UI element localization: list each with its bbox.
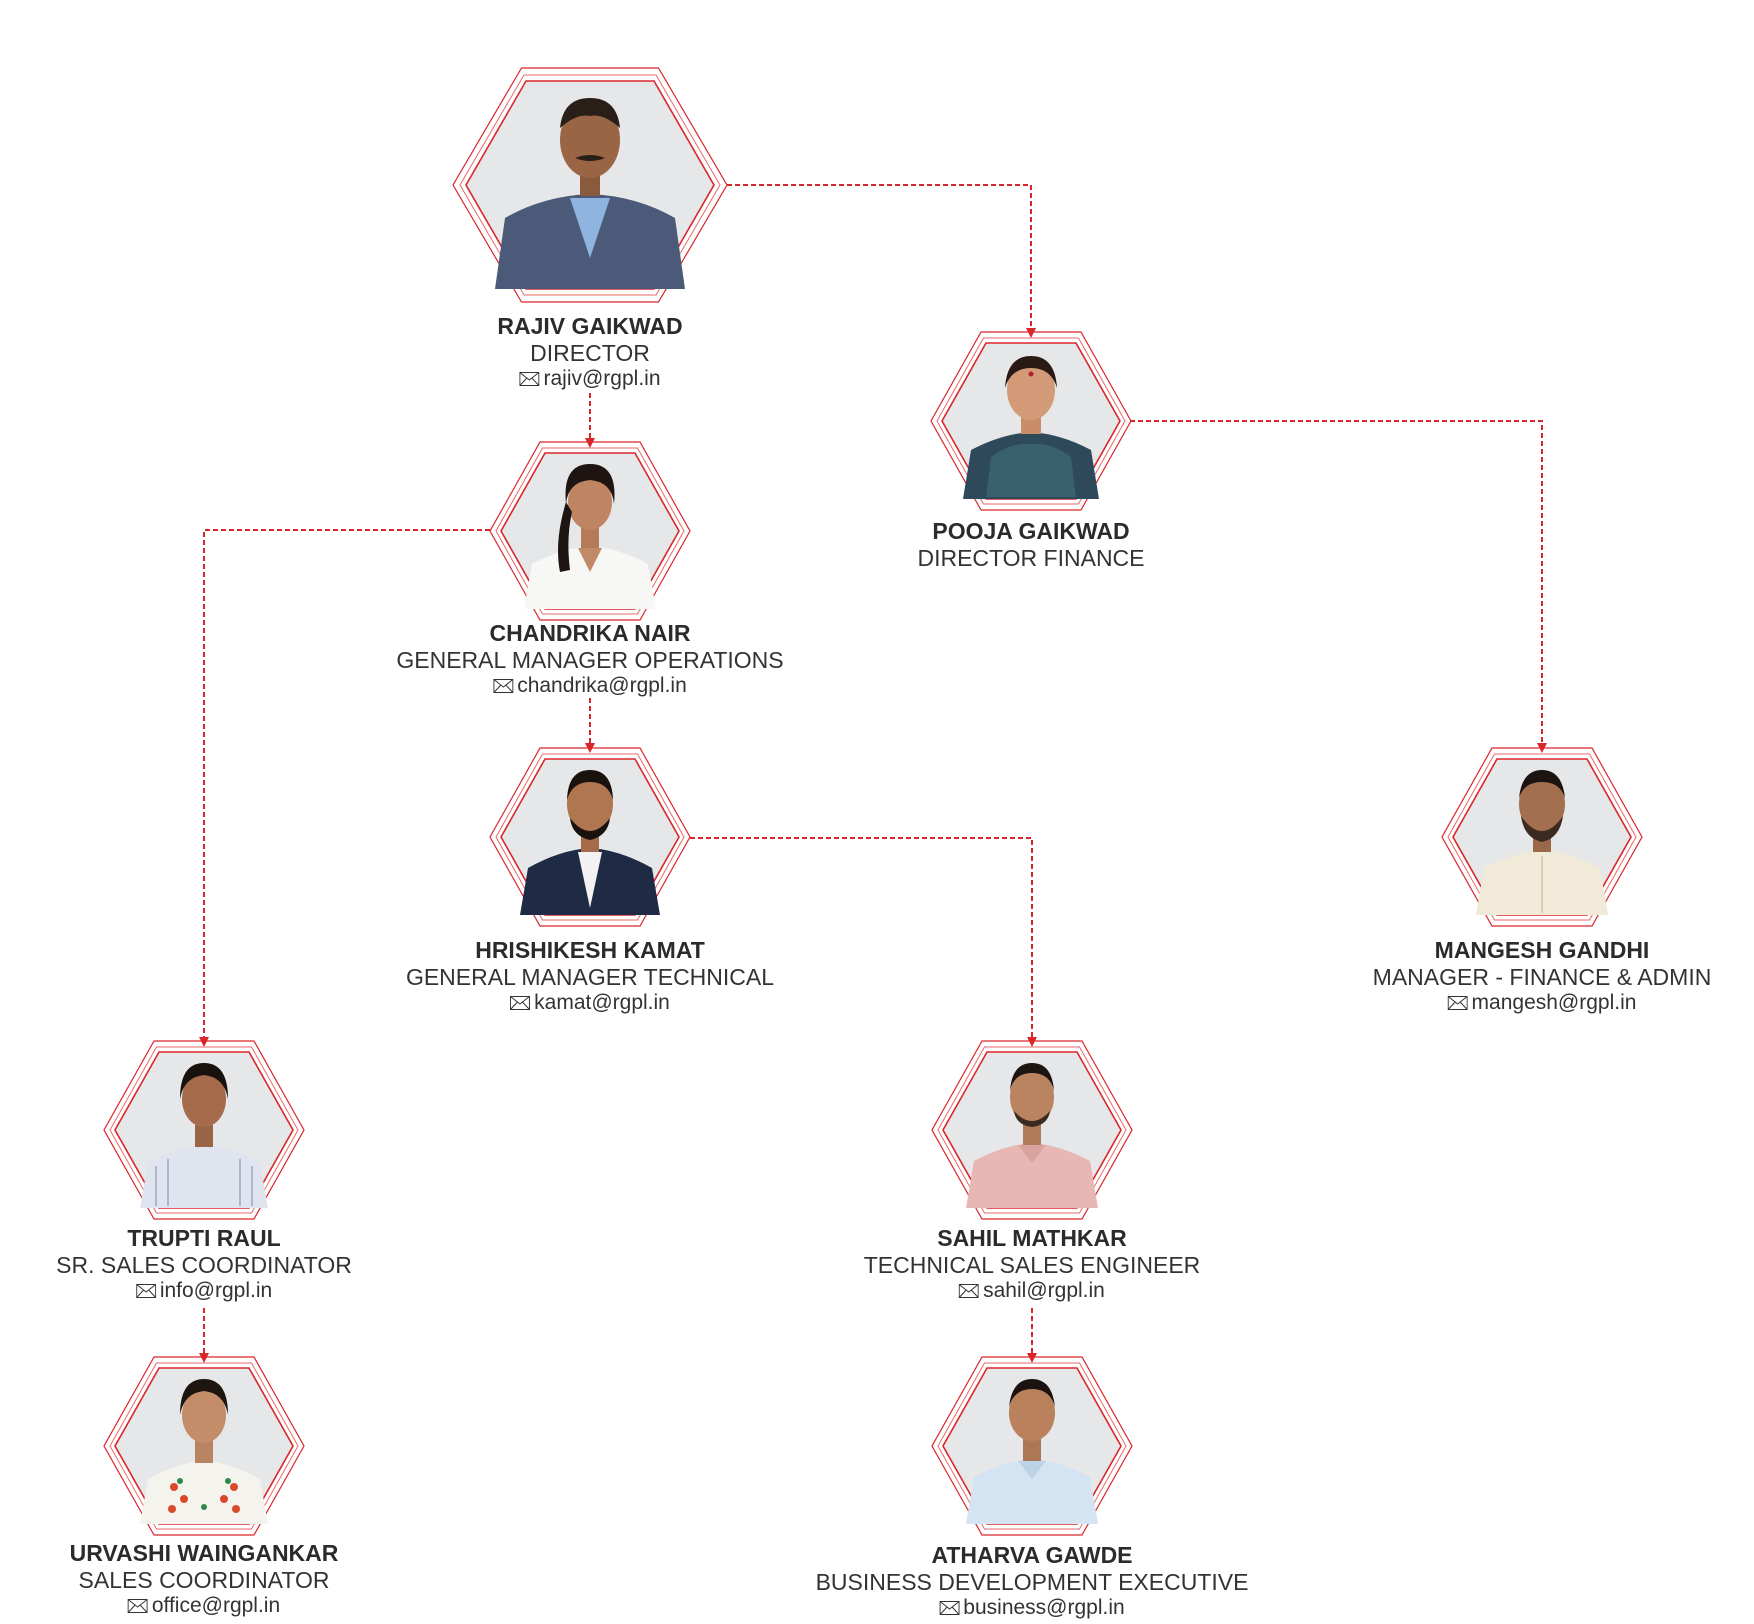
node-hrishikesh	[489, 747, 691, 927]
node-rajiv	[452, 67, 728, 303]
mail-icon	[1447, 996, 1468, 1010]
portrait-chandrika	[524, 464, 656, 609]
person-role: SR. SALES COORDINATOR	[56, 1252, 352, 1278]
mail-icon	[135, 1284, 156, 1298]
label-hrishikesh: HRISHIKESH KAMAT GENERAL MANAGER TECHNIC…	[406, 937, 774, 1015]
email-text: office@rgpl.in	[151, 1594, 281, 1617]
hexagon-frame	[489, 441, 691, 621]
email-link[interactable]: sahil@rgpl.in	[959, 1279, 1105, 1303]
connector-rajiv-to-pooja	[727, 184, 1036, 338]
person-name: MANGESH GANDHI	[1434, 937, 1650, 963]
person-name: HRISHIKESH KAMAT	[475, 937, 705, 963]
label-chandrika: CHANDRIKA NAIR GENERAL MANAGER OPERATION…	[396, 620, 783, 698]
label-mangesh: MANGESH GANDHI MANAGER - FINANCE & ADMIN…	[1373, 937, 1712, 1015]
connector-chandrika-to-trupti	[199, 529, 490, 1047]
portrait-rajiv	[495, 98, 685, 289]
portrait-pooja	[963, 356, 1099, 499]
email-link[interactable]: business@rgpl.in	[939, 1596, 1125, 1620]
person-role: SALES COORDINATOR	[78, 1567, 330, 1593]
node-chandrika	[489, 441, 691, 621]
hexagon-frame	[452, 67, 728, 303]
portrait-trupti	[140, 1063, 268, 1208]
label-trupti: TRUPTI RAUL SR. SALES COORDINATOR info@r…	[56, 1225, 352, 1303]
hexagon-frame	[103, 1040, 305, 1220]
portrait-hrishikesh	[520, 770, 660, 915]
person-role: DIRECTOR FINANCE	[917, 545, 1145, 571]
connector-pooja-to-mangesh	[1130, 420, 1547, 753]
node-trupti	[103, 1040, 305, 1220]
person-name: URVASHI WAINGANKAR	[69, 1540, 339, 1566]
mail-icon	[493, 679, 514, 693]
label-urvashi: URVASHI WAINGANKAR SALES COORDINATOR off…	[70, 1540, 339, 1618]
node-sahil	[931, 1040, 1133, 1220]
person-name: TRUPTI RAUL	[127, 1225, 281, 1251]
person-role: TECHNICAL SALES ENGINEER	[863, 1252, 1201, 1278]
mail-icon	[959, 1284, 980, 1298]
person-name: RAJIV GAIKWAD	[497, 313, 683, 339]
person-role: GENERAL MANAGER TECHNICAL	[405, 964, 775, 990]
hexagon-frame	[103, 1356, 305, 1536]
hexagon-frame	[931, 1040, 1133, 1220]
person-role: DIRECTOR	[530, 340, 650, 366]
mail-icon	[127, 1599, 148, 1613]
portrait-sahil	[966, 1063, 1098, 1208]
node-atharva	[931, 1356, 1133, 1536]
person-role: GENERAL MANAGER OPERATIONS	[396, 647, 784, 673]
person-name: POOJA GAIKWAD	[932, 518, 1130, 544]
person-role: BUSINESS DEVELOPMENT EXECUTIVE	[815, 1569, 1249, 1595]
label-rajiv: RAJIV GAIKWAD DIRECTOR rajiv@rgpl.in	[497, 313, 682, 391]
email-text: business@rgpl.in	[963, 1596, 1125, 1619]
email-text: chandrika@rgpl.in	[517, 674, 687, 697]
person-role: MANAGER - FINANCE & ADMIN	[1372, 964, 1712, 990]
email-text: mangesh@rgpl.in	[1471, 991, 1637, 1014]
hexagon-frame	[1441, 747, 1643, 927]
label-atharva: ATHARVA GAWDE BUSINESS DEVELOPMENT EXECU…	[816, 1542, 1249, 1620]
mail-icon	[510, 996, 531, 1010]
person-name: CHANDRIKA NAIR	[489, 620, 691, 646]
connector-hrishikesh-to-sahil	[690, 837, 1037, 1047]
node-urvashi	[103, 1356, 305, 1536]
person-name: ATHARVA GAWDE	[931, 1542, 1133, 1568]
email-link[interactable]: kamat@rgpl.in	[510, 991, 670, 1015]
portrait-mangesh	[1476, 770, 1608, 915]
email-link[interactable]: mangesh@rgpl.in	[1447, 991, 1637, 1015]
mail-icon	[939, 1601, 960, 1615]
email-text: sahil@rgpl.in	[983, 1279, 1105, 1302]
email-text: rajiv@rgpl.in	[543, 367, 661, 390]
email-link[interactable]: rajiv@rgpl.in	[519, 367, 661, 391]
email-link[interactable]: chandrika@rgpl.in	[493, 674, 687, 698]
label-sahil: SAHIL MATHKAR TECHNICAL SALES ENGINEER s…	[864, 1225, 1201, 1303]
email-text: kamat@rgpl.in	[534, 991, 670, 1014]
node-pooja	[930, 331, 1132, 511]
node-mangesh	[1441, 747, 1643, 927]
hexagon-frame	[931, 1356, 1133, 1536]
hexagon-frame	[489, 747, 691, 927]
portrait-urvashi	[140, 1379, 268, 1524]
email-text: info@rgpl.in	[159, 1279, 273, 1302]
email-link[interactable]: office@rgpl.in	[127, 1594, 281, 1618]
mail-icon	[519, 372, 540, 386]
person-name: SAHIL MATHKAR	[937, 1225, 1127, 1251]
email-link[interactable]: info@rgpl.in	[135, 1279, 273, 1303]
hexagon-frame	[930, 331, 1132, 511]
label-pooja: POOJA GAIKWAD DIRECTOR FINANCE	[917, 518, 1144, 572]
portrait-atharva	[966, 1379, 1098, 1524]
